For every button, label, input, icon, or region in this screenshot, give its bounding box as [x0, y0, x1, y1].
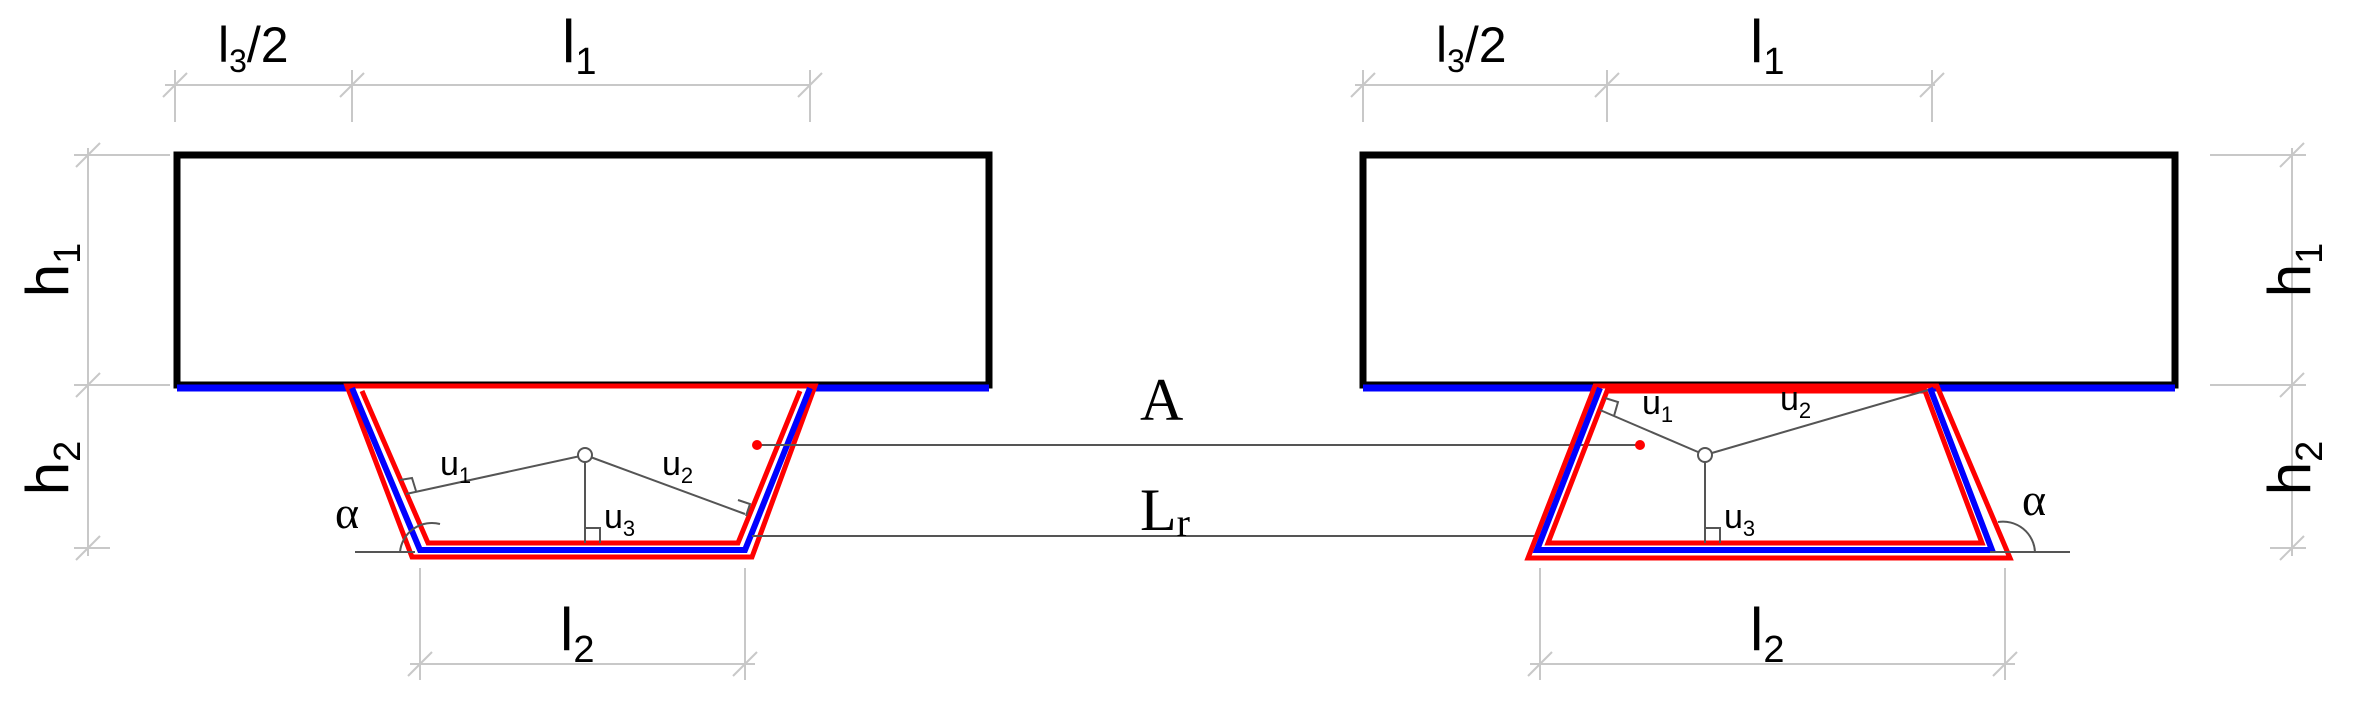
left-vertical-dimension	[74, 142, 170, 561]
right-h2-label: h2	[2256, 441, 2331, 496]
center-connectors	[752, 440, 1645, 537]
left-l3-half-label: l3/2	[218, 17, 289, 79]
left-rib-red-inner	[359, 390, 803, 546]
left-h2-label: h2	[14, 441, 89, 496]
left-l1-label: l1	[562, 8, 596, 83]
left-top-dimension	[162, 70, 823, 122]
right-alpha-label: α	[2022, 474, 2046, 525]
rib-length-label: Lr	[1140, 477, 1190, 545]
right-vertical-dimension	[2210, 142, 2306, 561]
right-rib-red-inner	[1544, 388, 1986, 546]
left-u1-label: u1	[440, 445, 471, 488]
right-u1-label: u1	[1642, 384, 1673, 427]
area-label: A	[1140, 367, 1183, 433]
right-u2-label: u2	[1780, 380, 1811, 423]
right-l2-label: l2	[1750, 596, 1784, 671]
left-u2-label: u2	[662, 445, 693, 488]
left-centroid-lines	[399, 447, 752, 543]
left-bottom-dimension	[407, 568, 758, 680]
right-u3-label: u3	[1724, 498, 1755, 541]
left-slab-rectangle	[173, 151, 993, 389]
left-rib-red-outline	[343, 383, 819, 560]
right-centroid-lines	[1599, 389, 1929, 543]
left-alpha-angle	[355, 521, 441, 553]
right-alpha-angle	[1990, 520, 2070, 553]
left-h1-label: h1	[14, 243, 89, 298]
left-u3-label: u3	[604, 498, 635, 541]
right-h1-label: h1	[2256, 243, 2331, 298]
right-slab-rectangle	[1359, 151, 2179, 389]
left-assembly: l3/2 l1 h1 h2	[14, 8, 993, 680]
right-rib-red-outline	[1524, 383, 2014, 561]
right-assembly: l3/2 l1 h1 h2 u1	[1350, 8, 2331, 680]
left-alpha-label: α	[335, 487, 359, 538]
right-l1-label: l1	[1750, 8, 1784, 83]
right-l3-half-label: l3/2	[1436, 17, 1507, 79]
left-rib-blue-outline	[349, 386, 813, 553]
right-bottom-dimension	[1527, 568, 2018, 680]
right-top-dimension	[1350, 70, 1945, 122]
left-l2-label: l2	[560, 596, 594, 671]
right-rib-blue-outline	[1532, 386, 1997, 553]
